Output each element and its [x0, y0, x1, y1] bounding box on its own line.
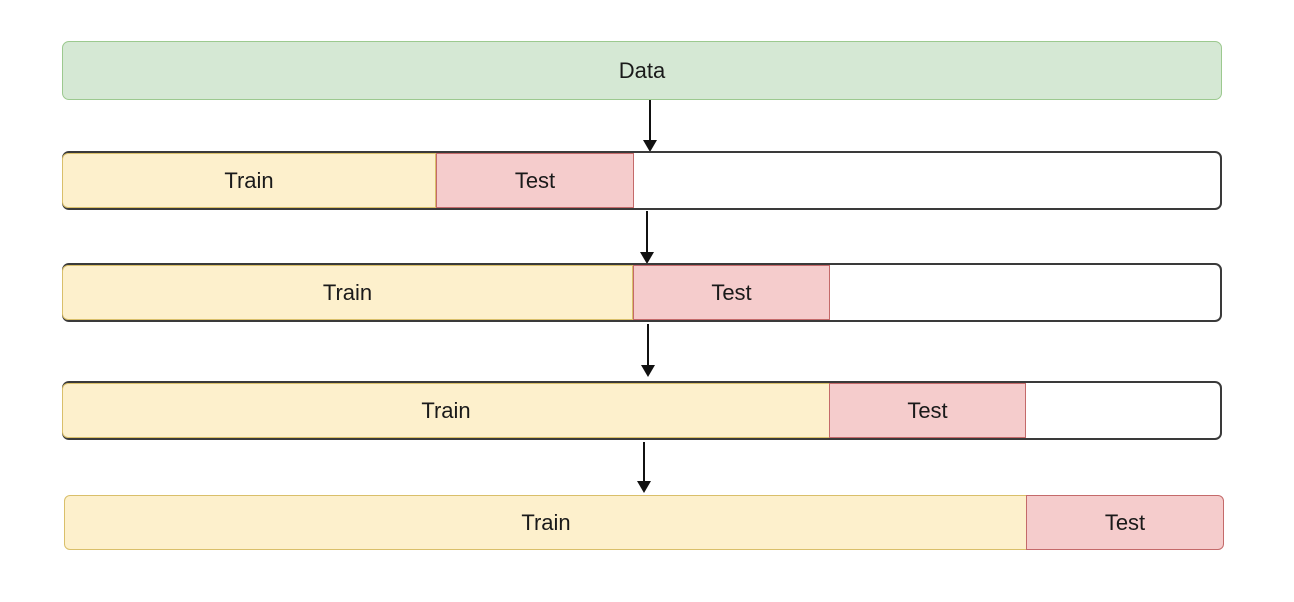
train-segment: Train: [62, 153, 436, 208]
train-segment: Train: [62, 383, 830, 438]
test-segment: Test: [1026, 495, 1224, 550]
test-label: Test: [711, 279, 752, 305]
split-row-4: Train Test: [62, 493, 1224, 552]
arrow-down-icon: [637, 442, 651, 493]
test-label: Test: [1104, 509, 1146, 535]
train-segment: Train: [64, 495, 1028, 550]
split-row-3: Train Test: [62, 381, 1222, 440]
split-row-1: Train Test: [62, 151, 1222, 210]
test-label: Test: [907, 397, 948, 423]
arrow-down-icon: [643, 100, 657, 152]
train-label: Train: [521, 509, 571, 535]
data-label: Data: [618, 57, 666, 83]
test-segment: Test: [633, 265, 830, 320]
test-segment: Test: [436, 153, 634, 208]
arrow-down-icon: [641, 324, 655, 377]
test-segment: Test: [829, 383, 1026, 438]
train-segment: Train: [62, 265, 633, 320]
train-label: Train: [322, 279, 373, 305]
test-label: Test: [514, 167, 556, 193]
data-box: Data: [62, 41, 1222, 100]
train-label: Train: [224, 167, 274, 193]
arrow-down-icon: [640, 211, 654, 264]
split-row-2: Train Test: [62, 263, 1222, 322]
train-label: Train: [421, 397, 471, 423]
